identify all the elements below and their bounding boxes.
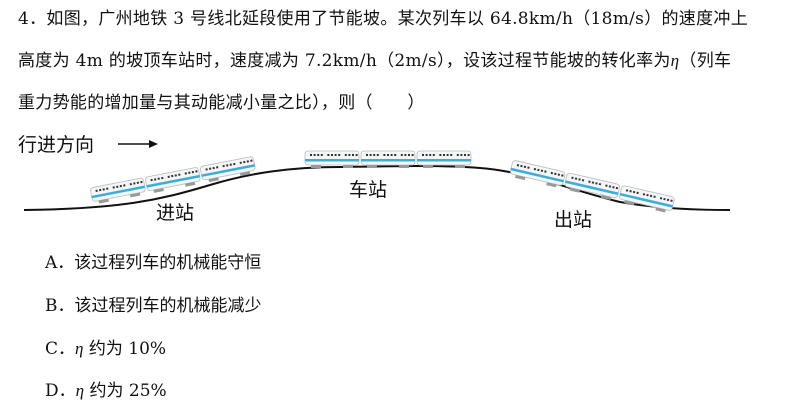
option-b[interactable]: B．该过程列车的机械能减少	[45, 291, 262, 316]
option-text: 该过程列车的机械能守恒	[74, 253, 262, 273]
train-car	[200, 156, 256, 183]
direction-label: 行进方向	[18, 134, 94, 156]
option-letter: A．	[45, 253, 75, 273]
eta-symbol: η	[75, 381, 85, 400]
train-car	[304, 150, 360, 168]
eta-symbol: η	[670, 51, 680, 70]
option-text: 约为 10%	[83, 339, 167, 359]
train-car	[145, 167, 201, 193]
question-stem-line-1: 4．如图，广州地铁 3 号线北延段使用了节能坡。某次列车以 64.8km/h（1…	[18, 9, 748, 29]
option-letter: C．	[45, 339, 76, 359]
option-a[interactable]: A．该过程列车的机械能守恒	[45, 248, 261, 273]
option-text: 该过程列车的机械能减少	[74, 296, 262, 316]
question-stem-line-2: 高度为 4m 的坡顶车站时，速度减为 7.2km/h（2m/s），设该过程节能坡…	[18, 46, 731, 71]
station-train	[304, 150, 472, 168]
option-letter: B．	[45, 296, 75, 316]
train-car	[564, 172, 620, 200]
stem-text: 高度为 4m 的坡顶车站时，速度减为 7.2km/h（2m/s），设该过程节能坡…	[18, 51, 671, 71]
option-text: 约为 25%	[84, 381, 167, 401]
entering-train	[90, 156, 256, 204]
option-d[interactable]: D．η 约为 25%	[45, 376, 167, 401]
stem-text: （列车	[679, 51, 732, 71]
eta-symbol: η	[75, 339, 84, 358]
exiting-train	[510, 160, 675, 213]
train-car	[416, 150, 472, 168]
option-c[interactable]: C．η 约为 10%	[45, 334, 166, 359]
question-stem-line-3: 重力势能的增加量与其动能减小量之比），则（ ）	[18, 93, 425, 113]
train-car	[360, 150, 416, 168]
exit-station-label: 出站	[554, 209, 592, 231]
station-label: 车站	[349, 179, 387, 201]
train-car	[510, 160, 566, 188]
enter-station-label: 进站	[156, 202, 194, 224]
train-car	[619, 185, 675, 213]
direction-arrow-icon	[118, 140, 158, 148]
train-car	[90, 177, 146, 204]
option-letter: D．	[45, 381, 76, 401]
